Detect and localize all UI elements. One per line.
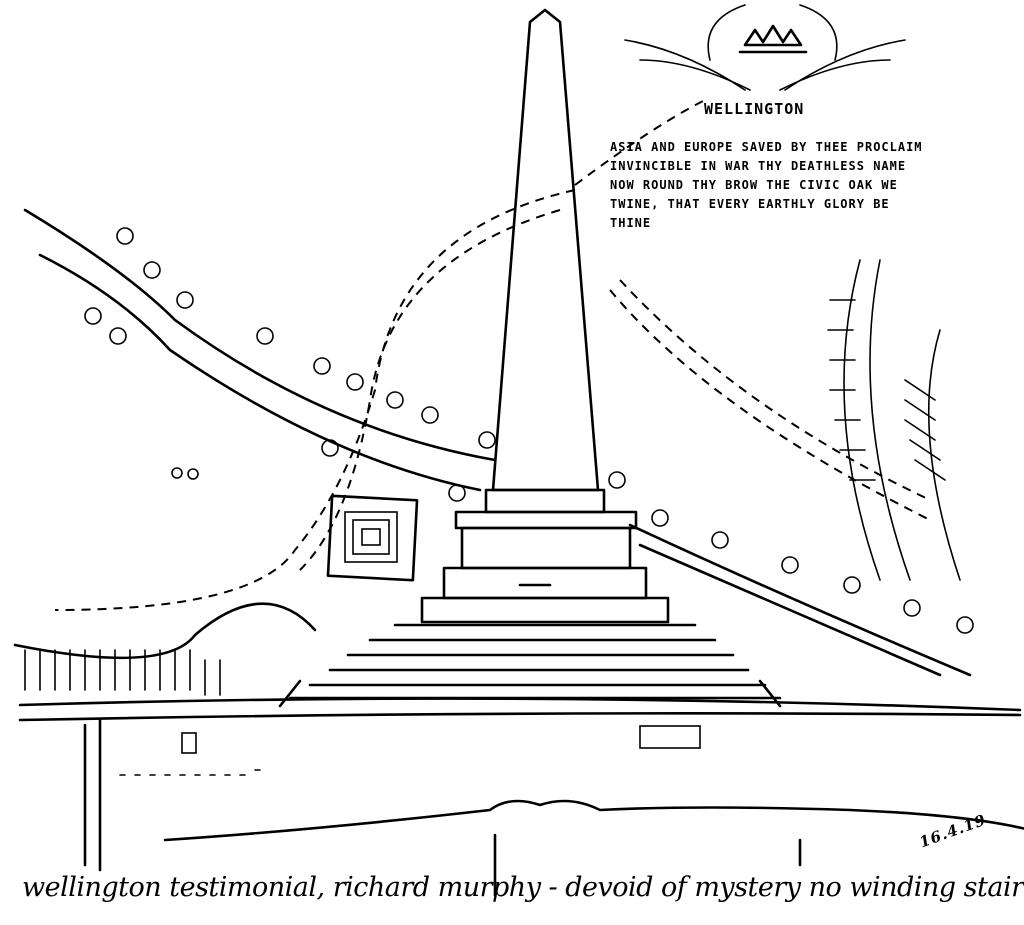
trees: [84, 227, 974, 634]
inscription-line: THINE: [610, 216, 652, 230]
crown-wreath-emblem: [624, 4, 906, 91]
emblem-title: WELLINGTON: [704, 100, 805, 118]
inscription: ASIA AND EUROPE SAVED BY THEE PROCLAIM I…: [610, 138, 1010, 233]
left-hatching: [13, 602, 317, 696]
dotted-row: [119, 725, 802, 897]
side-road: [83, 718, 102, 872]
road: [18, 697, 1022, 722]
hedge-hatching: [827, 259, 961, 581]
inscription-line: INVINCIBLE IN WAR THY DEATHLESS NAME: [610, 159, 907, 173]
avenue-right: [628, 523, 972, 677]
inscription-line: ASIA AND EUROPE SAVED BY THEE PROCLAIM: [610, 140, 923, 154]
inscription-line: NOW ROUND THY BROW THE CIVIC OAK WE: [610, 178, 898, 192]
pedestal: [420, 488, 670, 624]
obelisk: [491, 8, 600, 492]
lower-path: [163, 799, 1024, 842]
stepped-base: [278, 623, 782, 708]
square-monument: [326, 494, 419, 582]
sketch-caption: wellington testimonial, richard murphy -…: [22, 872, 1024, 903]
inscription-line: TWINE, THAT EVERY EARTHLY GLORY BE: [610, 197, 890, 211]
diagonal-road: [23, 208, 497, 492]
